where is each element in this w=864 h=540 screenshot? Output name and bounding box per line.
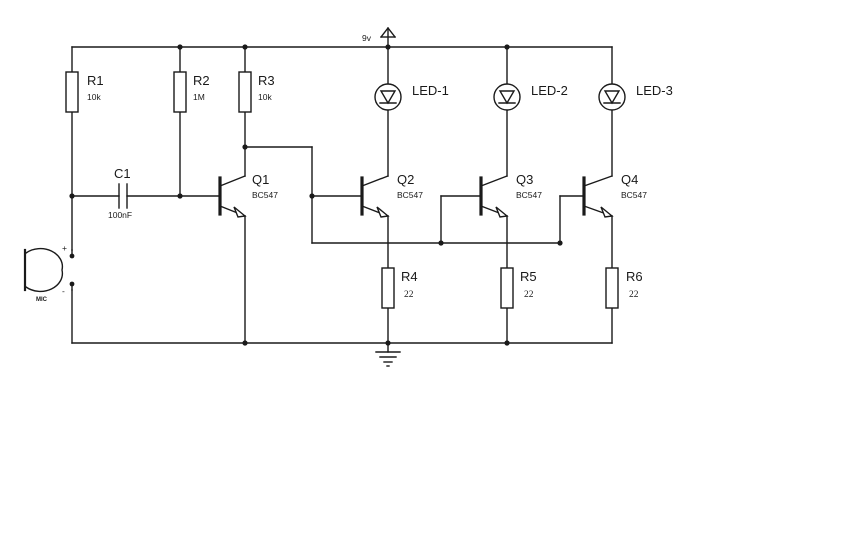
transistor-q1-ref: Q1 xyxy=(252,172,269,187)
resistor-r1-value: 10k xyxy=(87,92,101,102)
junction-dots xyxy=(69,44,563,346)
resistor-r2-value: 1M xyxy=(193,92,205,102)
capacitor-c1: C1 100nF xyxy=(108,166,132,220)
capacitor-c1-ref: C1 xyxy=(114,166,131,181)
resistor-r2: R2 1M xyxy=(173,71,210,113)
transistor-q2-type: BC547 xyxy=(397,190,423,200)
mic-plus-sign: + xyxy=(62,243,67,253)
resistor-r4-ref: R4 xyxy=(401,269,418,284)
transistor-q1: Q1 BC547 xyxy=(218,172,278,218)
resistor-r3: R3 10k xyxy=(238,71,275,113)
led-2: LED-2 xyxy=(493,83,568,111)
resistor-r6: R6 22 xyxy=(605,267,643,309)
resistor-r5-ref: R5 xyxy=(520,269,537,284)
capacitor-c1-value: 100nF xyxy=(108,210,132,220)
transistor-q4-ref: Q4 xyxy=(621,172,638,187)
resistor-r3-ref: R3 xyxy=(258,73,275,88)
transistor-q3: Q3 BC547 xyxy=(479,172,542,218)
resistor-r1: R1 10k xyxy=(65,71,104,113)
resistor-r5-value: 22 xyxy=(524,290,534,300)
supply-symbol: 9v xyxy=(362,27,396,48)
resistor-r4: R4 22 xyxy=(381,267,418,309)
resistor-r4-value: 22 xyxy=(404,290,414,300)
led-3: LED-3 xyxy=(598,83,673,111)
resistor-r2-ref: R2 xyxy=(193,73,210,88)
led-1: LED-1 xyxy=(374,83,449,111)
transistor-q3-type: BC547 xyxy=(516,190,542,200)
transistor-q1-type: BC547 xyxy=(252,190,278,200)
resistor-r6-value: 22 xyxy=(629,290,639,300)
ground-symbol xyxy=(375,351,401,367)
resistor-r6-ref: R6 xyxy=(626,269,643,284)
transistor-q4-type: BC547 xyxy=(621,190,647,200)
led-3-ref: LED-3 xyxy=(636,83,673,98)
microphone: + - MIC xyxy=(23,243,75,303)
supply-label: 9v xyxy=(362,33,372,43)
transistor-q4: Q4 BC547 xyxy=(582,172,647,218)
transistor-q3-ref: Q3 xyxy=(516,172,533,187)
led-2-ref: LED-2 xyxy=(531,83,568,98)
led-1-ref: LED-1 xyxy=(412,83,449,98)
resistor-r1-ref: R1 xyxy=(87,73,104,88)
resistor-r5: R5 22 xyxy=(500,267,537,309)
transistor-q2: Q2 BC547 xyxy=(360,172,423,218)
mic-minus-sign: - xyxy=(62,286,65,296)
mic-label: MIC xyxy=(36,297,48,303)
transistor-q2-ref: Q2 xyxy=(397,172,414,187)
resistor-r3-value: 10k xyxy=(258,92,272,102)
